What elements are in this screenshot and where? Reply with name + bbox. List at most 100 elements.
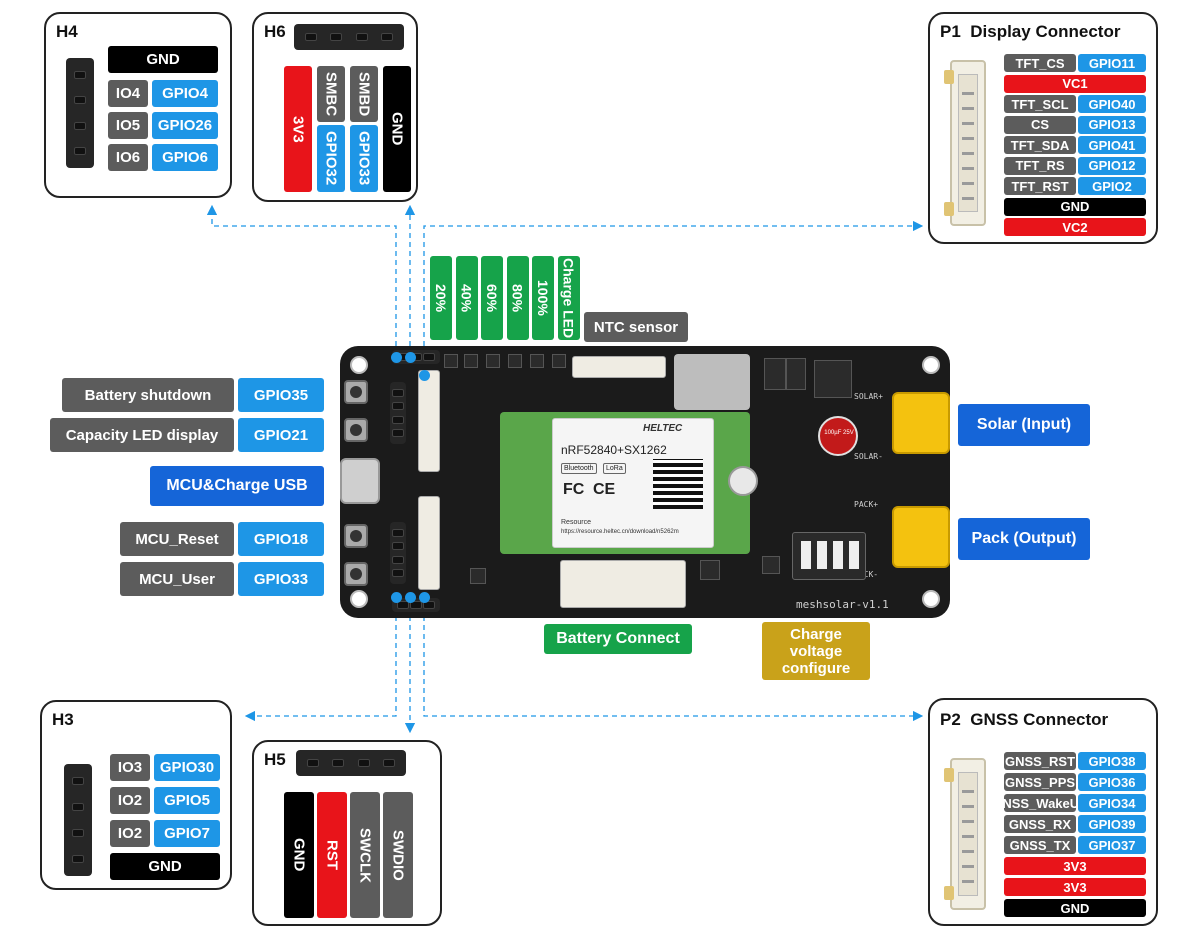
h5-panel: H5 GND RST SWCLK SWDIO xyxy=(252,740,442,926)
module-title: nRF52840+SX1262 xyxy=(561,443,667,457)
usb-c-port[interactable] xyxy=(340,458,380,504)
p1-title: P1 Display Connector xyxy=(940,22,1120,42)
p2-title: P2 GNSS Connector xyxy=(940,710,1108,730)
resource-label: Resource xyxy=(561,519,591,526)
p1-fpc-connector xyxy=(944,60,986,226)
p2-pin-power: 3V3 xyxy=(1004,857,1146,875)
h5-header xyxy=(296,750,406,776)
p1-pin-power: GND xyxy=(1004,197,1146,216)
ntc-connector xyxy=(572,356,666,378)
silk-board-name: meshsolar-v1.1 xyxy=(796,598,889,611)
charge-voltage-label: Charge voltage configure xyxy=(762,622,870,680)
h4-pin-gpio4: GPIO4 xyxy=(152,80,218,107)
h4-pin-gpio6: GPIO6 xyxy=(152,144,218,171)
pcb-board: HELTEC nRF52840+SX1262 Bluetooth LoRa FC… xyxy=(340,346,950,618)
h4-pin-io4: IO4 xyxy=(108,80,148,107)
h6-pin-3v3: 3V3 xyxy=(284,66,312,192)
silk-pack-minus: PACK- xyxy=(854,570,879,579)
p1-dot xyxy=(419,370,430,381)
battery-shutdown-gpio: GPIO35 xyxy=(238,378,324,412)
p2-dot xyxy=(419,592,430,603)
p1-pin-power: VC2 xyxy=(1004,218,1146,236)
pack-connector xyxy=(892,506,950,568)
display-fpc-on-board xyxy=(418,370,440,472)
p1-name: Display Connector xyxy=(970,22,1121,41)
h3-dot xyxy=(391,592,402,603)
p2-fpc-connector xyxy=(944,758,986,910)
p1-pin-name: TFT_SDA xyxy=(1004,136,1076,154)
silk-pack-plus: PACK+ xyxy=(854,500,879,509)
board-h4-header xyxy=(390,382,406,444)
pack-output-label: Pack (Output) xyxy=(958,518,1090,560)
p2-pin-power: GND xyxy=(1004,899,1146,917)
lora-badge: LoRa xyxy=(603,463,626,474)
capacity-led-label: Capacity LED display xyxy=(50,418,234,452)
sd-slot xyxy=(674,354,750,410)
h6-dot xyxy=(405,352,416,363)
h4-pin-gnd: GND xyxy=(108,46,218,73)
h5-pin-swdio: SWDIO xyxy=(383,792,413,918)
h6-pin-gpio33: GPIO33 xyxy=(350,125,378,192)
h4-pin-io5: IO5 xyxy=(108,112,148,139)
h4-panel: H4 GND IO4 GPIO4 IO5 GPIO26 IO6 GPIO6 xyxy=(44,12,232,198)
battery-connector xyxy=(560,560,686,608)
capacity-button[interactable] xyxy=(344,418,368,442)
h6-pin-smbd: SMBD xyxy=(350,66,378,122)
h3-panel: H3 IO3 GPIO30 IO2 GPIO5 IO2 GPIO7 GND xyxy=(40,700,232,890)
h3-title: H3 xyxy=(52,710,74,729)
screw-icon xyxy=(728,466,758,496)
charge-led-0: 20% xyxy=(430,256,452,340)
p2-number: P2 xyxy=(940,710,961,729)
h6-pin-gnd: GND xyxy=(383,66,411,192)
h4-pin-gpio26: GPIO26 xyxy=(152,112,218,139)
h5-dot xyxy=(405,592,416,603)
p2-pin-name: GNSS_PPS xyxy=(1004,773,1076,791)
p1-pin-gpio: GPIO13 xyxy=(1078,115,1146,134)
gnss-fpc-on-board xyxy=(418,496,440,590)
h3-pin-io2a: IO2 xyxy=(110,787,150,814)
charge-led-3: 80% xyxy=(506,256,529,340)
p2-pin-name: GNSS_WakeUP xyxy=(992,794,1088,812)
h4-dot xyxy=(391,352,402,363)
p1-pin-gpio: GPIO40 xyxy=(1078,95,1146,113)
qr-code-icon xyxy=(653,459,703,509)
dip-switch[interactable] xyxy=(792,532,866,580)
mcu-reset-label: MCU_Reset xyxy=(120,522,234,556)
resource-url: https://resource.heltec.cn/download/n526… xyxy=(561,529,679,535)
p2-pin-gpio: GPIO37 xyxy=(1078,836,1146,854)
p1-pin-name: TFT_SCL xyxy=(1004,95,1076,113)
p2-pin-gpio: GPIO36 xyxy=(1078,773,1146,791)
p1-pin-name: TFT_RS xyxy=(1004,156,1076,175)
h3-pin-gpio7: GPIO7 xyxy=(154,820,220,847)
module-shield: HELTEC nRF52840+SX1262 Bluetooth LoRa FC… xyxy=(552,418,714,548)
p1-pin-name: TFT_RST xyxy=(1004,177,1076,195)
bluetooth-badge: Bluetooth xyxy=(561,463,597,474)
reset-button[interactable] xyxy=(344,524,368,548)
solar-connector xyxy=(892,392,950,454)
p2-pin-name: GNSS_TX xyxy=(1004,836,1076,854)
user-button[interactable] xyxy=(344,562,368,586)
h6-pin-smbc: SMBC xyxy=(317,66,345,122)
p1-pin-name: TFT_CS xyxy=(1004,54,1076,72)
p2-pin-gpio: GPIO39 xyxy=(1078,815,1146,833)
p2-pin-power: 3V3 xyxy=(1004,878,1146,896)
p2-pin-gpio: GPIO34 xyxy=(1078,794,1146,812)
h3-pin-io2b: IO2 xyxy=(110,820,150,847)
p1-pin-gpio: GPIO12 xyxy=(1078,156,1146,175)
shutdown-button[interactable] xyxy=(344,380,368,404)
p2-pin-name: GNSS_RST xyxy=(1004,752,1076,770)
h5-title: H5 xyxy=(264,750,286,769)
fc-mark: FC xyxy=(563,481,585,498)
ce-mark: CE xyxy=(593,481,616,498)
charge-led-2: 60% xyxy=(481,256,503,340)
charge-led-4: 100% xyxy=(532,256,554,340)
charge-led-1: 40% xyxy=(455,256,478,340)
battery-connect-label: Battery Connect xyxy=(544,624,692,654)
h5-pin-rst: RST xyxy=(317,792,347,918)
solar-input-label: Solar (Input) xyxy=(958,404,1090,446)
h3-pin-gpio30: GPIO30 xyxy=(154,754,220,781)
p1-pin-gpio: GPIO2 xyxy=(1078,177,1146,195)
